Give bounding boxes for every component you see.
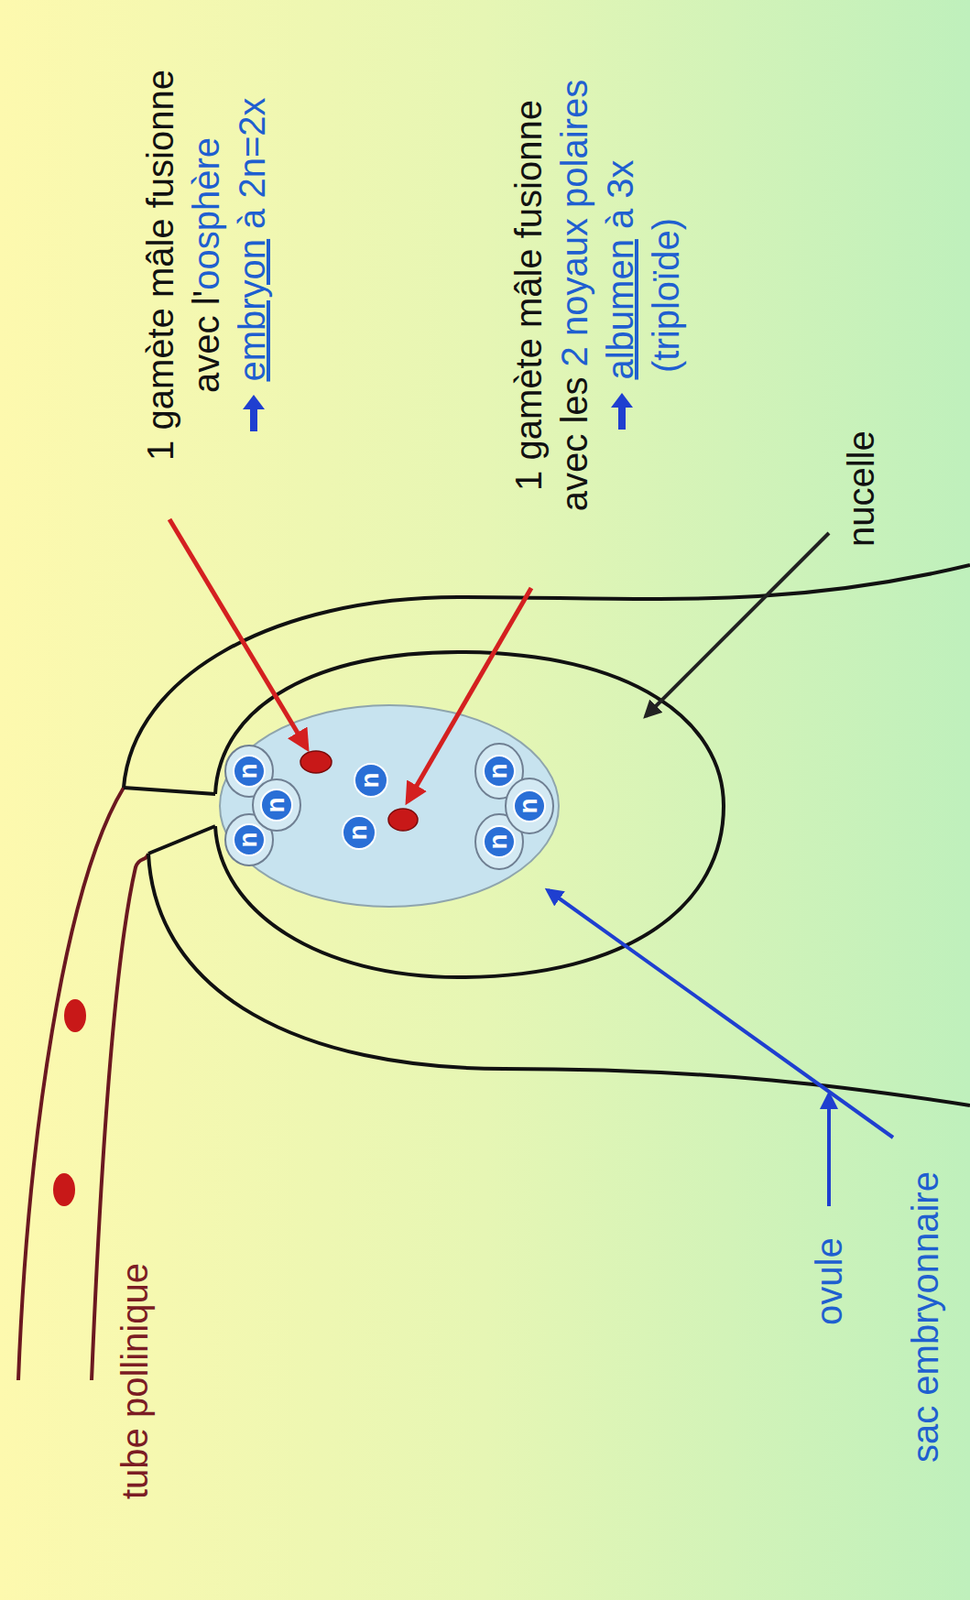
callout-text: 1 gamète mâle fusionneavec les 2 noyaux p…: [505, 9, 689, 582]
callout-line: 1 gamète mâle fusionne: [505, 9, 552, 582]
label-text: 1 gamète mâle fusionne: [508, 99, 549, 491]
male-gamete: [388, 808, 418, 831]
ovule-outline: [148, 853, 970, 1106]
result-arrow: [239, 392, 268, 434]
callout-line: avec les 2 noyaux polaires: [551, 9, 598, 582]
label-text: embryon: [231, 239, 273, 382]
nucellus-outline: [215, 652, 724, 978]
callout-line: (triploïde): [643, 9, 689, 582]
micropyle-wall: [123, 787, 216, 795]
label-text: oosphère: [185, 137, 227, 291]
callout-line: albumen à 3x: [597, 9, 644, 582]
callout-line: embryon à 2n=2x: [228, 6, 275, 524]
result-arrow: [608, 391, 636, 432]
label-text: 1 gamète mâle fusionne: [140, 69, 181, 461]
sperm-cell: [64, 999, 87, 1033]
callout-line: avec l'oosphère: [183, 6, 229, 524]
label-text: albumen: [599, 239, 641, 380]
label-text: à 3x: [599, 159, 641, 229]
label-text: avec l': [185, 290, 227, 393]
part-label: tube pollinique: [111, 1263, 158, 1500]
ploidy-letter: n: [511, 787, 548, 825]
leader-arrow: [169, 519, 307, 749]
callout-line: 1 gamète mâle fusionne: [137, 6, 184, 524]
leader-arrow: [407, 588, 532, 802]
leader-arrow: [645, 533, 829, 717]
micropyle-wall: [148, 826, 216, 854]
ploidy-letter: n: [258, 786, 295, 824]
part-label: nucelle: [838, 430, 884, 547]
ploidy-letter: n: [340, 814, 378, 851]
ploidy-letter: n: [352, 762, 390, 799]
label-text: à 2n=2x: [231, 97, 273, 229]
callout-text: 1 gamète mâle fusionneavec l'oosphèreemb…: [137, 6, 275, 524]
label-text: avec les: [554, 376, 595, 512]
label-text: (triploïde): [645, 217, 687, 373]
ploidy-letter: n: [230, 821, 268, 859]
antipodal-cell: [505, 778, 554, 834]
sperm-cell: [53, 1173, 76, 1207]
label-text: 2 noyaux polaires: [554, 79, 595, 368]
embryo-sac: [219, 705, 559, 907]
leader-arrow: [827, 1094, 831, 1207]
egg-cell: [252, 779, 301, 831]
ploidy-letter: n: [230, 752, 268, 790]
part-label: sac embryonnaire: [902, 1171, 949, 1463]
ploidy-letter: n: [480, 752, 518, 790]
ploidy-letter: n: [480, 823, 518, 861]
leader-arrow: [547, 890, 894, 1138]
part-label: ovule: [806, 1237, 852, 1326]
male-gamete: [300, 751, 332, 774]
